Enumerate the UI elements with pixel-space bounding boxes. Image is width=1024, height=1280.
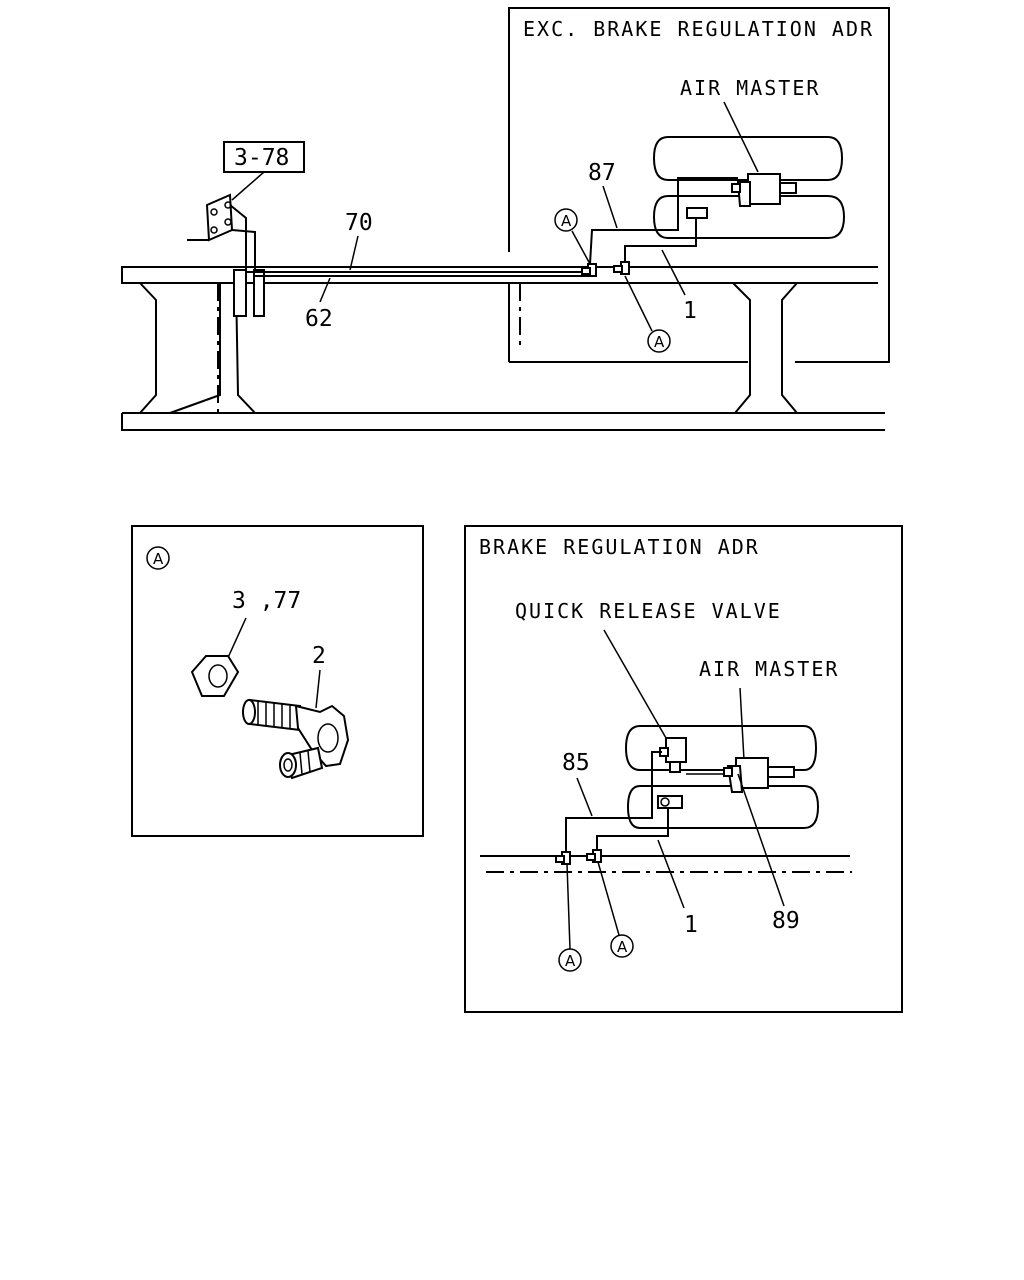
exc-box-title: EXC. BRAKE REGULATION ADR <box>523 17 874 41</box>
leader-85 <box>576 777 593 817</box>
callout-87: 87 <box>588 160 616 186</box>
ref-leader <box>231 171 265 201</box>
pipe-1-bottom <box>596 808 669 852</box>
valve-block-bottom[interactable] <box>657 795 683 809</box>
air-tanks-top <box>652 136 846 239</box>
callout-1-top: 1 <box>683 298 697 324</box>
detail-a-marker-text: A <box>153 550 164 568</box>
leader-89 <box>737 773 785 907</box>
marker-a-top-2[interactable] <box>647 329 671 353</box>
marker-a-bottom-2[interactable] <box>610 934 634 958</box>
leader-87 <box>602 185 618 229</box>
air-master-label-bottom: AIR MASTER <box>699 657 839 681</box>
air-master-top[interactable] <box>731 173 797 207</box>
hex-nut[interactable] <box>190 655 240 697</box>
pipe-87 <box>589 177 738 265</box>
callout-89: 89 <box>772 908 800 934</box>
callout-70: 70 <box>345 210 373 236</box>
ref-label: 3-78 <box>234 145 289 171</box>
detail-a-box <box>131 525 424 837</box>
callout-85: 85 <box>562 750 590 776</box>
quick-release-valve[interactable] <box>659 737 687 773</box>
air-master-label-top: AIR MASTER <box>680 76 820 100</box>
callout-nut: 3 ,77 <box>232 588 301 614</box>
leader-1-top <box>661 249 686 296</box>
callout-fitting: 2 <box>312 643 326 669</box>
bracket <box>187 193 265 317</box>
leader-marker-a-top-1 <box>571 230 591 265</box>
detail-a-view: A 3 ,77 2 <box>131 525 424 837</box>
air-master-leader-top <box>723 101 759 173</box>
leader-70 <box>349 235 359 271</box>
marker-a-bottom-1-text: A <box>565 952 576 970</box>
leader-marker-a-top-2 <box>624 275 653 332</box>
brake-box-title: BRAKE REGULATION ADR <box>479 535 760 559</box>
leader-62 <box>319 277 331 303</box>
chassis-frame <box>121 266 885 431</box>
fitting-a2-top[interactable] <box>613 261 630 275</box>
top-view: EXC. BRAKE REGULATION ADR <box>121 7 890 431</box>
pipe-1-top <box>624 218 697 264</box>
callout-62: 62 <box>305 306 333 332</box>
pipe-85 <box>565 751 662 852</box>
callout-1-bottom: 1 <box>684 912 698 938</box>
marker-a-top-1[interactable] <box>554 208 578 232</box>
brake-box <box>464 525 903 1013</box>
marker-a-bottom-2-text: A <box>617 938 628 956</box>
leader-1-bottom <box>657 839 685 909</box>
fitting-a1-bottom[interactable] <box>555 851 571 865</box>
detail-a-marker <box>146 546 170 570</box>
exc-box-frame <box>508 7 890 363</box>
leader-fitting <box>315 669 321 709</box>
quick-release-leader <box>603 629 667 739</box>
leader-marker-a-bottom-1 <box>566 863 571 950</box>
air-master-leader-bottom <box>739 687 745 761</box>
air-tanks-bottom <box>624 725 820 829</box>
leader-nut <box>225 617 247 663</box>
leader-marker-a-bottom-2 <box>597 861 620 936</box>
valve-block-top[interactable] <box>686 207 708 219</box>
marker-a-top-2-text: A <box>654 333 665 351</box>
marker-a-top-1-text: A <box>561 212 572 230</box>
air-master-bottom[interactable] <box>723 757 795 793</box>
pipe-70-62 <box>246 271 588 277</box>
fitting-a1-top[interactable] <box>581 263 597 277</box>
bottom-view: BRAKE REGULATION ADR QUICK RELEASE VALVE… <box>464 525 903 1013</box>
quick-release-label: QUICK RELEASE VALVE <box>515 599 782 623</box>
fitting-a2-bottom[interactable] <box>586 849 602 863</box>
banjo-fitting[interactable] <box>242 698 350 780</box>
